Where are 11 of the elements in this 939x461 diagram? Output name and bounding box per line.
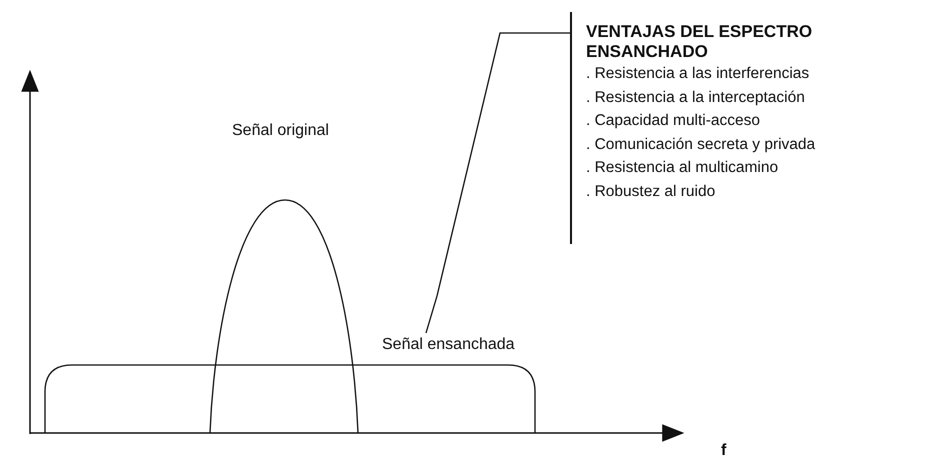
advantage-item: . Resistencia a la interceptación [586, 88, 806, 108]
advantage-item: . Resistencia al multicamino [586, 158, 780, 178]
axis-label: f [721, 442, 726, 460]
advantage-item: . Comunicación secreta y privada [586, 134, 816, 154]
advantage-item: . Resistencia a las interferencias [586, 64, 810, 84]
advantage-item: . Capacidad multi-acceso [586, 111, 762, 131]
panel-heading: VENTAJAS DEL ESPECTRO ENSANCHADO [586, 22, 814, 62]
advantage-item: . Robustez al ruido [586, 182, 716, 202]
curve-label: Señal original [232, 122, 329, 140]
signal-label: Señal ensanchada [382, 335, 516, 355]
leader-line [425, 32, 571, 334]
